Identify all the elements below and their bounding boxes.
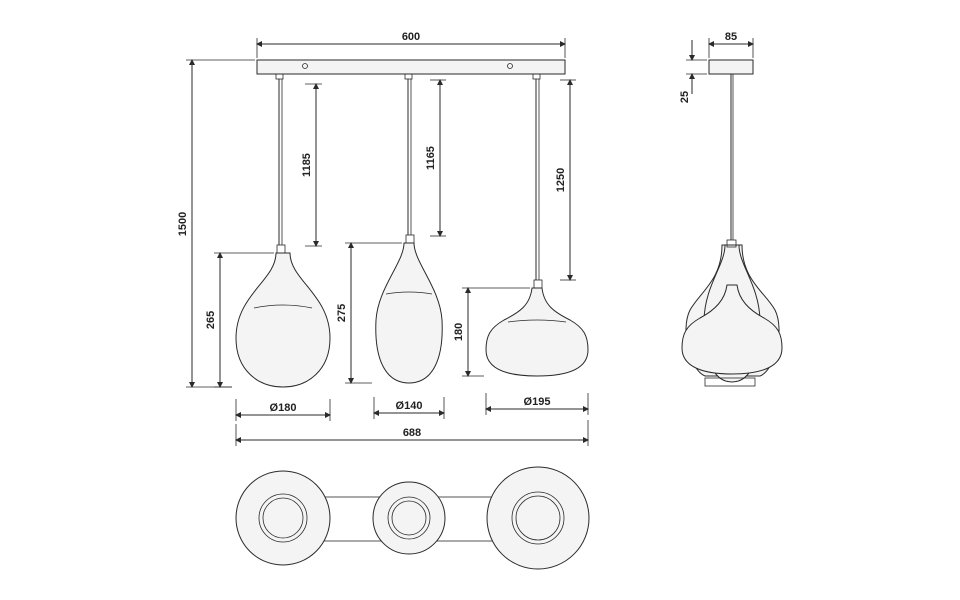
dim-lamp1-diameter: Ø180: [270, 402, 297, 414]
dim-lamp2-diameter: Ø140: [396, 400, 423, 412]
dim-total-span: 688: [403, 427, 421, 439]
dim-overall-width: 600: [402, 31, 420, 43]
dim-overall-height: 1500: [177, 212, 189, 236]
dim-lamp2-height: 275: [336, 304, 348, 322]
dim-canopy-depth: 85: [725, 31, 737, 43]
dim-lamp3-height: 180: [453, 323, 465, 341]
side-view: 85 25: [679, 31, 783, 387]
dim-canopy-height: 25: [679, 91, 691, 103]
dim-lamp1-cord: 1185: [301, 153, 313, 177]
top-view: [235, 466, 590, 570]
lamp-3-shade: [485, 279, 589, 377]
lamp-1-shade: [235, 244, 331, 388]
top-shade-3: [486, 466, 590, 570]
front-view: 600 1185 1165 1250 1500 265 275: [177, 31, 589, 446]
lamp-2-shade: [375, 234, 443, 384]
dim-lamp3-cord: 1250: [555, 168, 567, 192]
top-shade-2: [372, 481, 446, 555]
dim-lamp3-diameter: Ø195: [524, 396, 551, 408]
dim-lamp2-cord: 1165: [425, 146, 437, 170]
canopy-bar: [256, 59, 566, 75]
dim-lamp1-height: 265: [205, 311, 217, 329]
top-shade-1: [235, 470, 331, 566]
side-canopy: [708, 59, 754, 75]
canopy-screw: [507, 63, 513, 69]
canopy-screw: [302, 63, 308, 69]
